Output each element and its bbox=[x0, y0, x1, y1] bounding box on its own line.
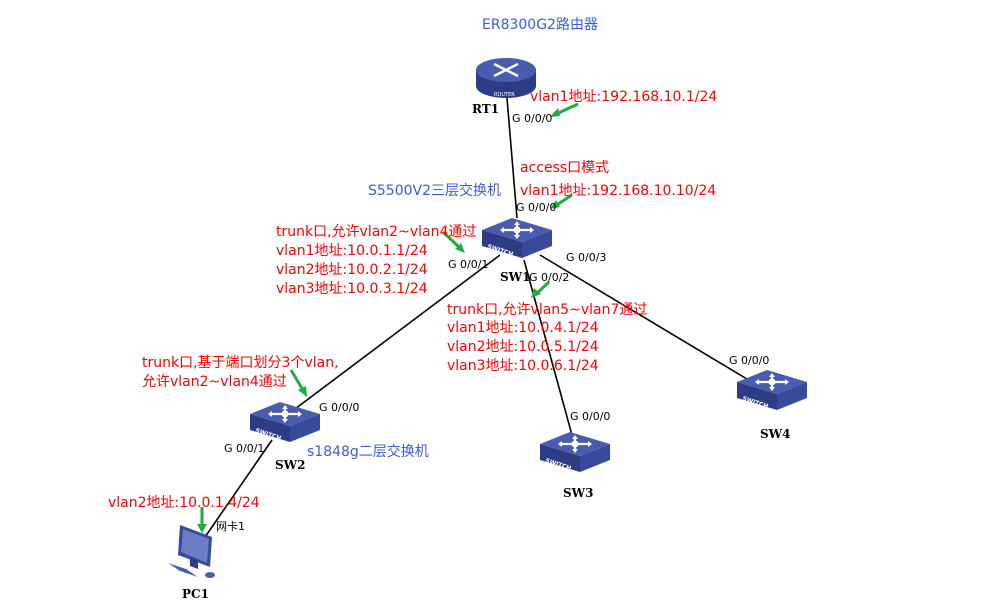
sw1-uplink-annotation-line: vlan1地址:192.168.10.10/24 bbox=[520, 183, 716, 199]
sw1-model-label: S5500V2三层交换机 bbox=[368, 182, 501, 199]
sw1-uplink-annotation-line: access口模式 bbox=[520, 160, 609, 176]
switch-icon-sw4[interactable]: SWITCH bbox=[735, 368, 809, 412]
links bbox=[202, 97, 753, 541]
sw1-g001-annotation-line: vlan2地址:10.0.2.1/24 bbox=[276, 262, 428, 278]
link-sw1-sw4 bbox=[539, 254, 753, 383]
sw1-g002-annotation-line: vlan3地址:10.0.6.1/24 bbox=[447, 358, 599, 374]
switch-icon-sw1[interactable]: SWITCH bbox=[480, 216, 554, 260]
sw1-port-label: G 0/0/3 bbox=[566, 251, 606, 264]
sw1-name: SW1 bbox=[500, 270, 531, 284]
arrows bbox=[197, 102, 579, 533]
router-icon[interactable]: ROUTER bbox=[476, 58, 536, 98]
sw3-port-label: G 0/0/0 bbox=[570, 410, 610, 423]
switch-icon-sw2[interactable]: SWITCH bbox=[248, 400, 322, 444]
sw4-name: SW4 bbox=[760, 427, 791, 441]
pc1-name: PC1 bbox=[182, 587, 209, 601]
link-sw2-pc1 bbox=[202, 439, 273, 541]
pc1-annotation: vlan2地址:10.0.1.4/24 bbox=[108, 495, 260, 511]
sw2-port-label: G 0/0/0 bbox=[319, 401, 359, 414]
link-sw1-sw3 bbox=[523, 259, 573, 436]
router-badge: ROUTER bbox=[494, 92, 515, 98]
sw1-g001-annotation-line: trunk口,允许vlan2~vlan4通过 bbox=[276, 224, 476, 240]
pc-icon[interactable] bbox=[168, 525, 215, 578]
link-sw1-sw2 bbox=[286, 254, 501, 416]
sw1-port-label: G 0/0/0 bbox=[516, 201, 556, 214]
sw1-port-label: G 0/0/1 bbox=[448, 258, 488, 271]
sw1-g001-annotation-line: vlan1地址:10.0.1.1/24 bbox=[276, 243, 428, 259]
link-rt1-sw1 bbox=[506, 97, 518, 219]
rt1-model-label: ER8300G2路由器 bbox=[482, 17, 598, 33]
sw1-g002-annotation-line: trunk口,允许vlan5~vlan7通过 bbox=[447, 302, 647, 318]
sw1-g002-annotation-line: vlan1地址:10.0.4.1/24 bbox=[447, 320, 599, 336]
sw2-port-label: G 0/0/1 bbox=[224, 442, 264, 455]
sw2-name: SW2 bbox=[275, 458, 306, 472]
sw3-name: SW3 bbox=[563, 486, 594, 500]
sw1-g002-annotation-line: vlan2地址:10.0.5.1/24 bbox=[447, 339, 599, 355]
pc1-nic-label: 网卡1 bbox=[216, 520, 245, 533]
switch-icon-sw3[interactable]: SWITCH bbox=[538, 430, 612, 474]
sw2-annotation-line: trunk口,基于端口划分3个vlan, bbox=[142, 354, 339, 371]
sw1-port-label: G 0/0/2 bbox=[529, 271, 569, 284]
rt1-name: RT1 bbox=[472, 102, 499, 116]
sw1-g001-annotation-line: vlan3地址:10.0.3.1/24 bbox=[276, 281, 428, 297]
rt1-annotation: vlan1地址:192.168.10.1/24 bbox=[530, 89, 717, 105]
sw2-annotation-line: 允许vlan2~vlan4通过 bbox=[142, 374, 287, 390]
rt1-port-label: G 0/0/0 bbox=[512, 112, 552, 125]
sw4-port-label: G 0/0/0 bbox=[729, 354, 769, 367]
sw2-model-label: s1848g二层交换机 bbox=[307, 443, 429, 460]
